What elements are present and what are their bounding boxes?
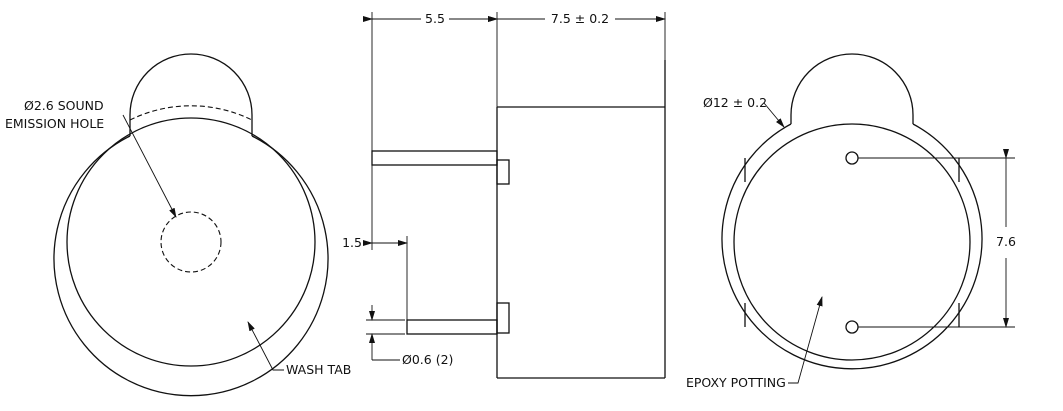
dimension-pin-length: 5.5: [363, 11, 498, 151]
epoxy-potting-label: EPOXY POTTING: [686, 375, 786, 390]
housing-outer-circle: [721, 123, 983, 370]
sound-emission-hole: [160, 211, 222, 273]
wash-tab-label: WASH TAB: [286, 362, 351, 377]
body-height-value: 7.5 ± 0.2: [551, 11, 609, 26]
pin-bottom: [406, 319, 498, 335]
sound-hole-label-line1: Ø2.6 SOUND: [24, 98, 104, 113]
bottom-view: 7.6 Ø12 ± 0.2 EPOXY POTTING: [686, 53, 1016, 390]
pin-hole-bottom: [845, 320, 859, 334]
pin-length-value: 5.5: [425, 11, 445, 26]
diameter-leader: [763, 102, 785, 128]
pin-diameter-value: Ø0.6 (2): [402, 352, 453, 367]
housing-tab-bump: [790, 53, 914, 124]
wash-tab-leader: [247, 321, 284, 371]
buzzer-body-side: [496, 60, 666, 379]
epoxy-potting-leader: [788, 296, 823, 384]
pin-top: [371, 150, 498, 166]
sound-hole-label-line2: EMISSION HOLE: [5, 116, 104, 131]
housing-outer-circle: [53, 135, 329, 397]
diameter-label: Ø12 ± 0.2: [703, 95, 767, 110]
terminal-step-bottom: [496, 302, 510, 334]
housing-inner-circle: [733, 123, 971, 361]
dimension-offset: 1.5: [342, 165, 408, 320]
rear-wall-marks: [744, 158, 960, 327]
offset-value: 1.5: [342, 235, 362, 250]
housing-inner-circle: [66, 117, 316, 367]
dimension-body-height: 7.5 ± 0.2: [488, 11, 666, 60]
side-view: 5.5 7.5 ± 0.2 1.5 Ø0.6 (2): [342, 11, 666, 379]
pin-spacing-value: 7.6: [996, 234, 1016, 249]
housing-tab-bump: [129, 53, 253, 136]
dimension-pin-diameter: Ø0.6 (2): [366, 305, 453, 367]
dimension-pin-spacing: 7.6: [858, 149, 1016, 328]
terminal-step-top: [496, 159, 510, 185]
sound-hole-leader: [122, 114, 177, 218]
top-view: Ø2.6 SOUND EMISSION HOLE WASH TAB: [5, 53, 351, 397]
pin-hole-top: [845, 151, 859, 165]
